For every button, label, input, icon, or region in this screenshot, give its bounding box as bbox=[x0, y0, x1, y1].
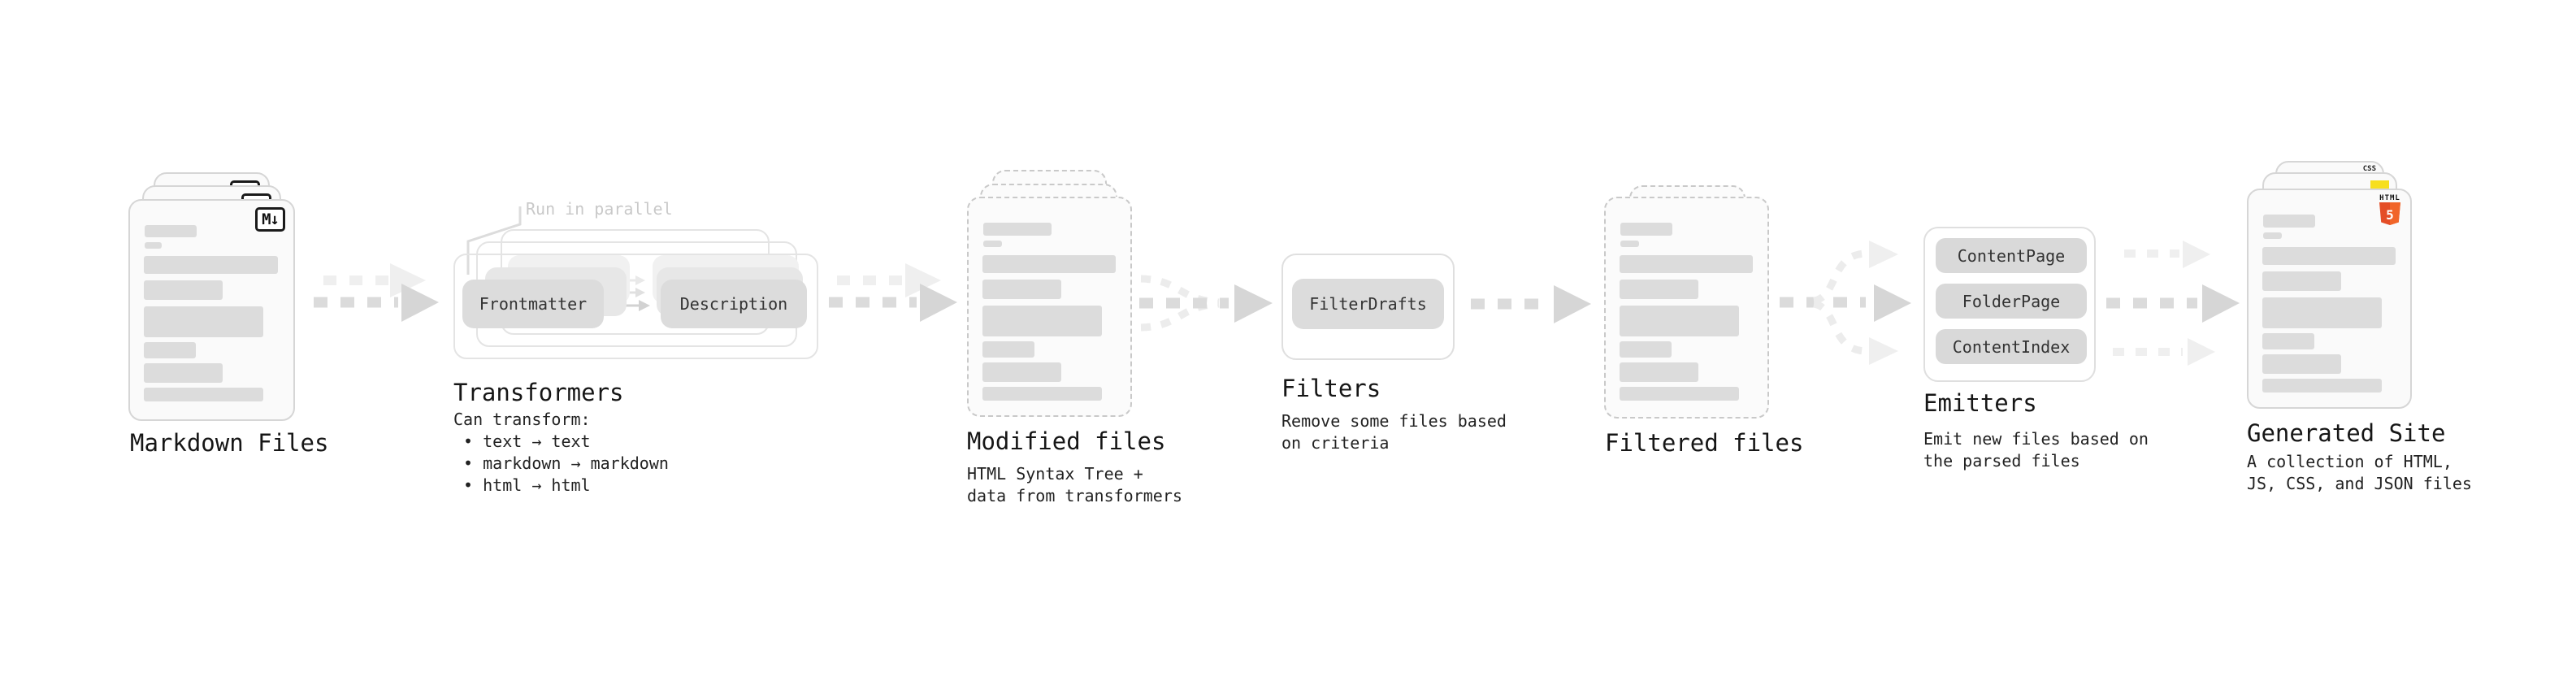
site-file-card-front: HTML 5 bbox=[2247, 189, 2412, 409]
placeholder-bar bbox=[983, 241, 1002, 247]
filtered-files-label: Filtered files bbox=[1605, 429, 1804, 457]
emitters-label: Emitters bbox=[1923, 389, 2037, 417]
html5-icon-number: 5 bbox=[2386, 207, 2394, 223]
modified-files-label: Modified files bbox=[967, 427, 1166, 455]
transformers-label: Transformers bbox=[453, 379, 624, 406]
html5-icon-label: HTML bbox=[2379, 194, 2400, 202]
markdown-file-card-front: M↓ bbox=[128, 199, 295, 421]
placeholder-bar bbox=[1620, 387, 1739, 401]
modified-file-card-front bbox=[967, 197, 1132, 417]
placeholder-bar bbox=[2262, 333, 2314, 349]
markdown-files-label: Markdown Files bbox=[130, 429, 329, 457]
html5-icon: HTML 5 bbox=[2379, 194, 2400, 225]
css-icon-label: CSS bbox=[2362, 165, 2376, 173]
placeholder-bar bbox=[144, 256, 278, 274]
transformer-box-front bbox=[453, 254, 818, 359]
frontmatter-pill: Frontmatter bbox=[462, 280, 604, 328]
filtered-file-card-front bbox=[1604, 197, 1769, 419]
placeholder-bar bbox=[1620, 255, 1753, 273]
arrow-filters-to-filtered bbox=[1471, 285, 1591, 323]
annotation-leader-line bbox=[466, 206, 522, 275]
placeholder-bar bbox=[2263, 232, 2282, 239]
contentindex-pill: ContentIndex bbox=[1936, 329, 2087, 364]
placeholder-bar bbox=[1620, 280, 1698, 299]
arrow-modified-to-filters-merge bbox=[1139, 275, 1273, 332]
description-pill: Description bbox=[661, 280, 807, 328]
placeholder-bar bbox=[982, 255, 1116, 273]
placeholder-bar bbox=[145, 225, 197, 237]
placeholder-bar bbox=[1620, 306, 1739, 336]
javascript-icon bbox=[2370, 180, 2389, 189]
placeholder-bar bbox=[144, 280, 223, 300]
placeholder-bar bbox=[144, 388, 263, 401]
placeholder-bar bbox=[144, 342, 196, 358]
emitters-note: Emit new files based on the parsed files bbox=[1923, 429, 2149, 471]
generated-site-label: Generated Site bbox=[2247, 419, 2446, 447]
contentpage-pill: ContentPage bbox=[1936, 238, 2087, 273]
placeholder-bar bbox=[2262, 297, 2382, 328]
placeholder-bar bbox=[2262, 379, 2382, 393]
placeholder-bar bbox=[982, 306, 1102, 336]
placeholder-bar bbox=[982, 362, 1061, 382]
generated-site-note: A collection of HTML, JS, CSS, and JSON … bbox=[2247, 452, 2472, 493]
placeholder-bar bbox=[2263, 215, 2315, 228]
placeholder-bar bbox=[144, 306, 263, 337]
placeholder-bar bbox=[144, 363, 223, 383]
arrow-filtered-to-emitters-split bbox=[1780, 241, 1911, 365]
placeholder-bar bbox=[2262, 354, 2341, 374]
filters-label: Filters bbox=[1281, 375, 1381, 402]
placeholder-bar bbox=[983, 223, 1052, 236]
transformers-note: Can transform: • text → text • markdown … bbox=[453, 410, 669, 495]
arrow-transformers-to-modified bbox=[829, 263, 957, 322]
folderpage-pill: FolderPage bbox=[1936, 284, 2087, 319]
placeholder-bar bbox=[1620, 362, 1698, 382]
filters-note: Remove some files based on criteria bbox=[1281, 411, 1507, 453]
placeholder-bar bbox=[1620, 341, 1672, 358]
arrow-markdown-to-transformers bbox=[314, 263, 439, 322]
markdown-icon: M↓ bbox=[255, 207, 285, 232]
placeholder-bar bbox=[982, 387, 1102, 401]
filterdrafts-pill: FilterDrafts bbox=[1292, 279, 1444, 329]
modified-files-note: HTML Syntax Tree + data from transformer… bbox=[967, 464, 1182, 505]
run-in-parallel-annotation: Run in parallel bbox=[526, 199, 673, 219]
arrow-emitters-to-site bbox=[2106, 241, 2240, 366]
placeholder-bar bbox=[982, 280, 1061, 299]
placeholder-bar bbox=[2262, 271, 2341, 291]
placeholder-bar bbox=[982, 341, 1034, 358]
placeholder-bar bbox=[1620, 223, 1672, 236]
placeholder-bar bbox=[1620, 241, 1639, 247]
placeholder-bar bbox=[2262, 247, 2396, 265]
placeholder-bar bbox=[145, 242, 162, 249]
emitters-panel: ContentPage FolderPage ContentIndex bbox=[1923, 227, 2096, 382]
